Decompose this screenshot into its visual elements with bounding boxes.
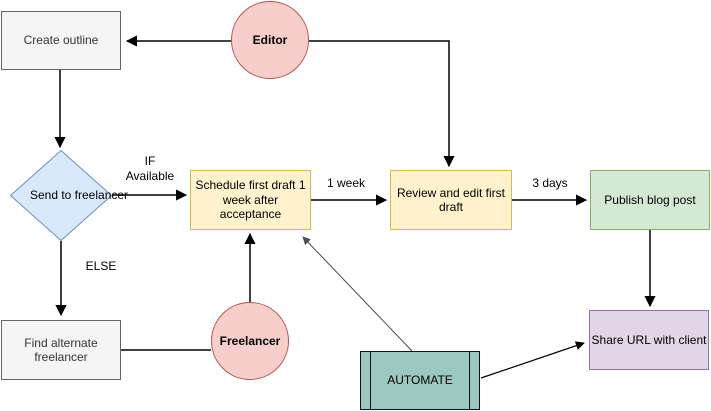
node-publish-blog-post[interactable]: Publish blog post — [590, 170, 710, 230]
node-create-outline[interactable]: Create outline — [1, 11, 121, 70]
node-schedule-first-draft[interactable]: Schedule first draft 1 week after accept… — [190, 170, 311, 230]
node-label-create-outline: Create outline — [23, 33, 99, 48]
edge-automate-to-schedule — [302, 236, 413, 352]
process-bar-right — [469, 352, 470, 409]
node-automate[interactable]: AUTOMATE — [360, 351, 480, 410]
node-label-send-to-freelancer: Send to freelancer — [29, 188, 129, 203]
edge-label-else: ELSE — [85, 259, 117, 273]
node-freelancer[interactable]: Freelancer — [211, 302, 289, 380]
node-label-share-url: Share URL with client — [591, 332, 707, 347]
edge-editor-to-review — [309, 40, 455, 168]
node-label-find-alternate-freelancer: Find alternate freelancer — [24, 335, 98, 364]
edge-label-three-days: 3 days — [532, 176, 568, 190]
node-send-to-freelancer[interactable]: Send to freelancer — [10, 150, 128, 241]
diamond-shape — [10, 150, 112, 241]
edge-label-if-available: IF Available — [125, 154, 175, 183]
node-review-and-edit[interactable]: Review and edit first draft — [390, 170, 512, 230]
node-editor[interactable]: Editor — [231, 1, 309, 79]
edge-label-one-week: 1 week — [326, 176, 366, 190]
node-share-url[interactable]: Share URL with client — [589, 310, 709, 370]
node-label-schedule-first-draft: Schedule first draft 1 week after accept… — [195, 178, 306, 222]
process-bar-left — [370, 352, 371, 409]
node-find-alternate-freelancer[interactable]: Find alternate freelancer — [1, 320, 121, 380]
node-label-editor: Editor — [252, 32, 288, 47]
node-label-review-and-edit: Review and edit first draft — [396, 185, 506, 214]
edge-automate-to-share — [480, 341, 585, 379]
node-label-automate: AUTOMATE — [387, 373, 453, 388]
node-label-freelancer: Freelancer — [219, 333, 281, 348]
diamond-polygon — [10, 150, 112, 241]
node-label-publish-blog-post: Publish blog post — [604, 192, 696, 207]
